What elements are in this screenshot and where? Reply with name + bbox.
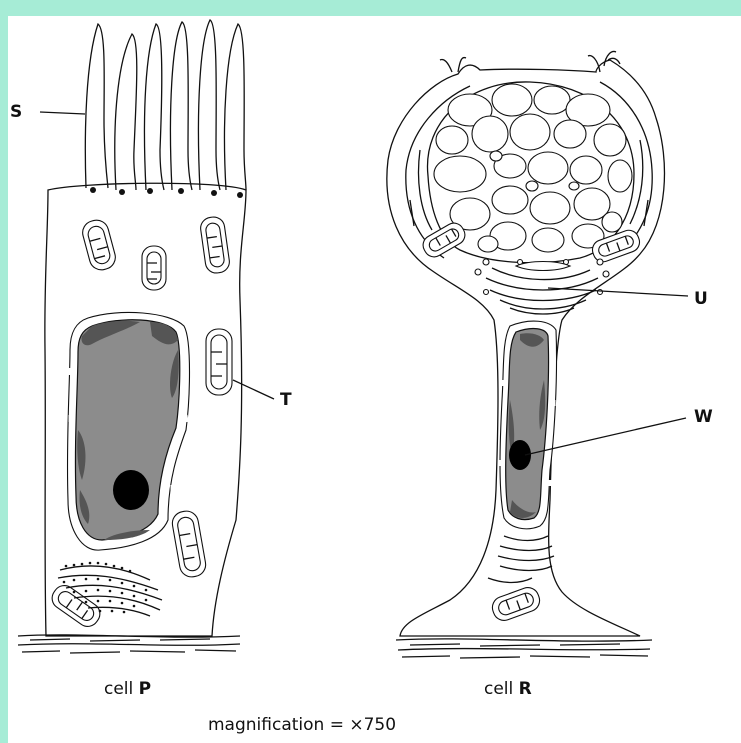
stalk-er: [488, 536, 554, 583]
caption-magnification: magnification = ×750: [208, 715, 396, 735]
nucleolus-p: [113, 470, 149, 510]
caption-cell-p: cell P: [104, 679, 151, 699]
label-w: W: [694, 407, 713, 427]
cell-p: [18, 20, 246, 653]
label-s: S: [10, 102, 22, 122]
basement-membrane-p: [18, 635, 240, 653]
leader-t: [233, 380, 274, 399]
cell-r: [387, 52, 665, 658]
label-t: T: [280, 390, 292, 410]
nucleus-r: [500, 321, 557, 529]
leader-u: [548, 288, 688, 296]
leader-s: [40, 112, 85, 114]
caption-cell-r: cell R: [484, 679, 532, 699]
golgi-apparatus: [475, 259, 609, 314]
basement-membrane-r: [396, 639, 652, 658]
label-u: U: [694, 289, 708, 309]
nucleus-p: [67, 312, 189, 550]
microvilli: [85, 20, 246, 190]
